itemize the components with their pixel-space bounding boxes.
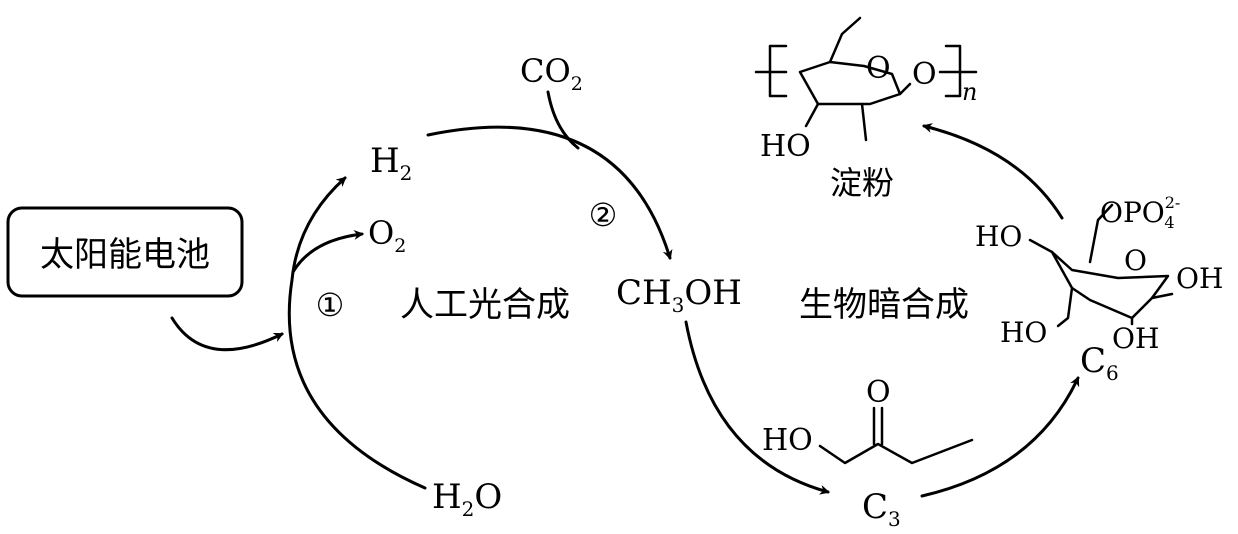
starch-ho-label: HO xyxy=(760,129,811,164)
solar-cell-label: 太阳能电池 xyxy=(40,235,210,275)
methanol-label: CH3OH xyxy=(616,273,742,317)
c6-phosphate-bond xyxy=(1088,203,1114,264)
c6-oh-right-bond xyxy=(1150,292,1174,300)
step-one-marker: ① xyxy=(316,286,345,324)
starch-link-o-label: O xyxy=(912,57,937,92)
starch-ho-bond xyxy=(804,102,820,128)
c3-skeleton xyxy=(818,438,974,465)
biological-synthesis-label: 生物暗合成 xyxy=(799,285,969,325)
c6-ho-bottom-bond xyxy=(1056,286,1074,328)
c6-structure: OPO2-4 HO O OH HO OH xyxy=(975,193,1223,355)
h2-to-methanol-arrow xyxy=(426,125,673,260)
c6-to-starch-arrow xyxy=(922,123,1064,220)
starch-ring xyxy=(798,60,902,106)
starch-ring-o-label: O xyxy=(866,51,891,86)
c3-carbonyl-bond xyxy=(872,406,884,446)
c6-ring-o-label: O xyxy=(1124,244,1147,277)
starch-link-bond xyxy=(898,82,912,96)
artificial-synthesis-label: 人工光合成 xyxy=(400,285,570,325)
solar-cell-box xyxy=(6,206,244,298)
c6-label: C6 xyxy=(1080,341,1119,385)
solar-input-arrow xyxy=(170,316,284,352)
co2-input-line xyxy=(546,90,580,150)
starch-n-label: n xyxy=(962,78,977,106)
c3-ho-label: HO xyxy=(762,423,813,458)
c6-ho-top-bond xyxy=(1028,238,1054,254)
c3-to-c6-arrow xyxy=(920,376,1080,498)
c6-ho-top-label: HO xyxy=(975,220,1022,253)
c6-ho-bottom-label: HO xyxy=(1000,316,1047,349)
c6-oh-bottom-label: OH xyxy=(1112,322,1159,355)
h2o-label: H2O xyxy=(432,477,502,521)
starch-ch2-bond xyxy=(828,16,862,64)
step-two-marker: ② xyxy=(589,196,618,234)
c3-o-label: O xyxy=(866,375,891,410)
starch-name-label: 淀粉 xyxy=(830,164,894,202)
starch-h-bond xyxy=(860,102,868,142)
o2-label: O2 xyxy=(368,214,406,257)
methanol-to-c3-arrow xyxy=(684,320,830,495)
h2-label: H2 xyxy=(370,141,412,185)
o2-branch-arrow xyxy=(291,229,364,274)
c3-label: C3 xyxy=(862,487,901,531)
co2-label: CO2 xyxy=(520,52,583,95)
c6-oh-right-label: OH xyxy=(1176,262,1223,295)
c6-phosphate-label: OPO2-4 xyxy=(1100,193,1180,232)
starch-structure: O O n HO 淀粉 xyxy=(754,16,977,202)
water-to-h2-arrow xyxy=(287,176,427,490)
